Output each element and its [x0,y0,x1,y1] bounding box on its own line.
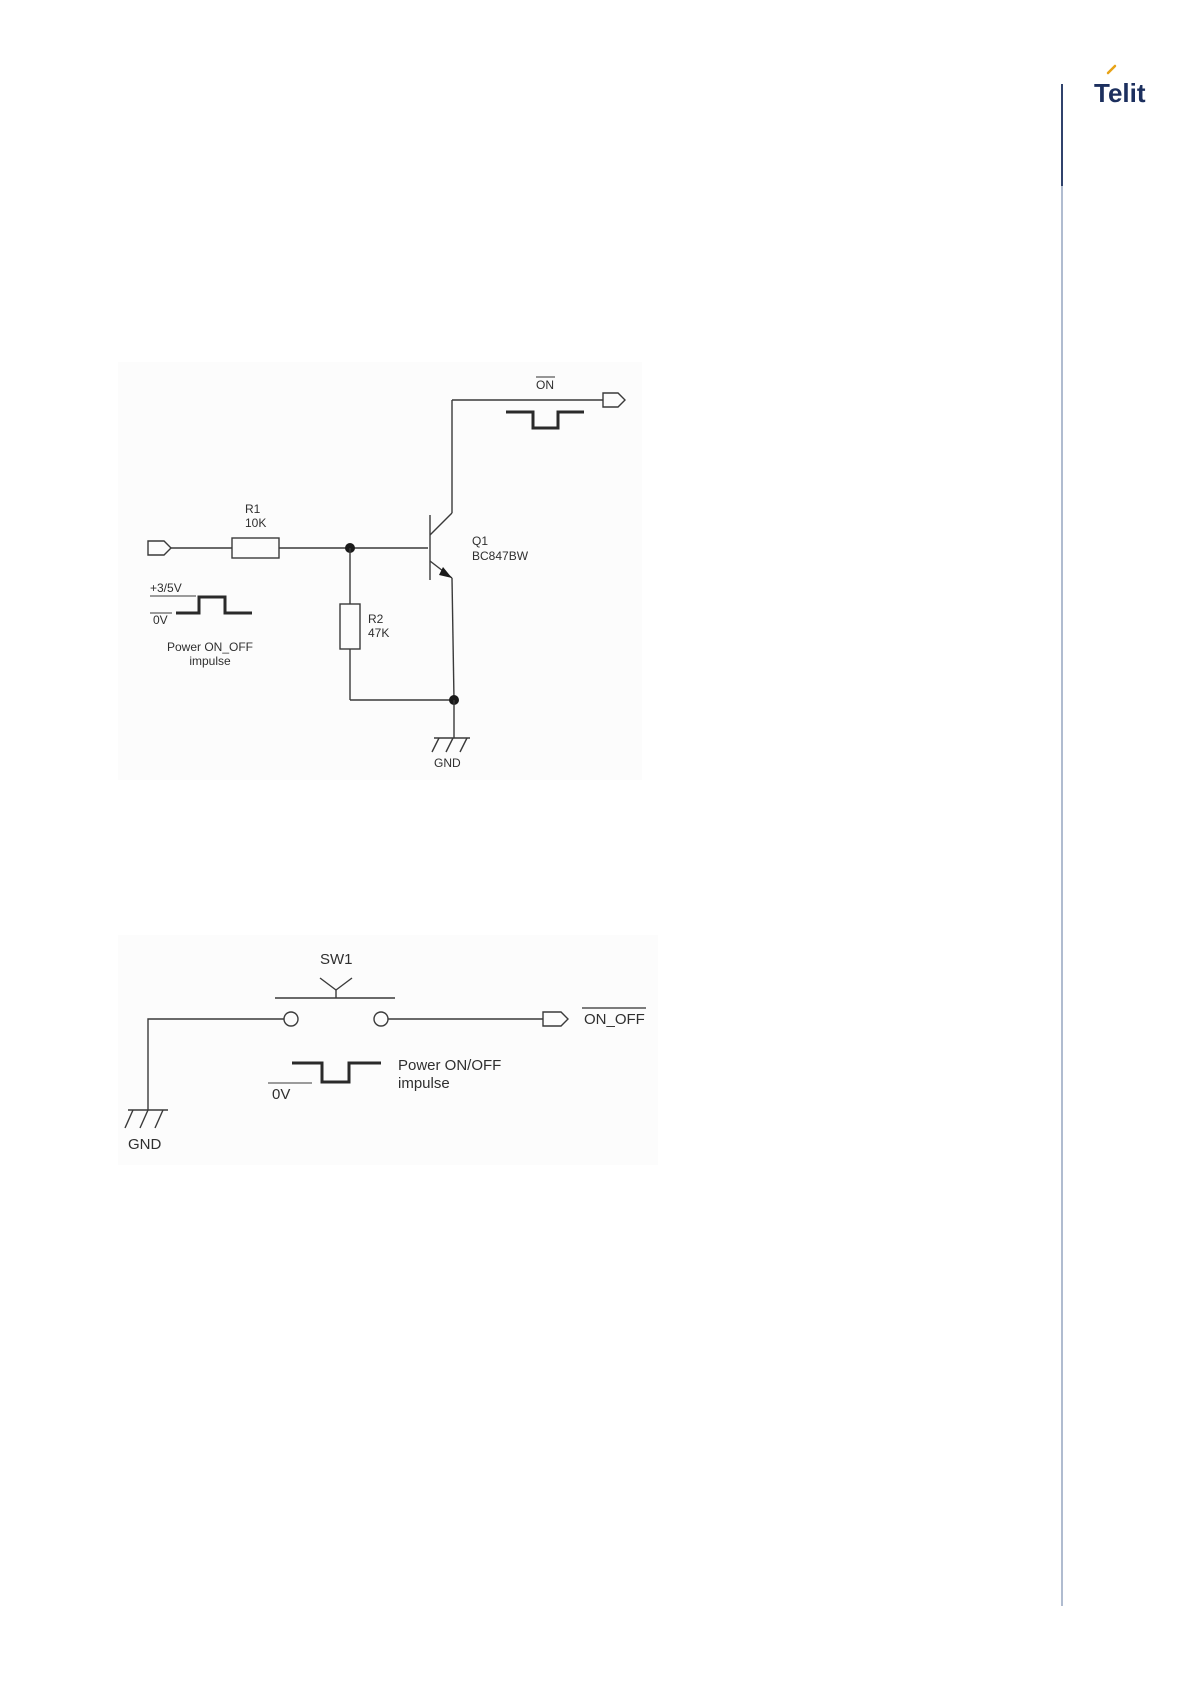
input-high-label: +3/5V [150,581,182,595]
gnd-label-2: GND [128,1136,162,1153]
sw1-label: SW1 [320,951,353,968]
figure2-background [118,935,658,1165]
r2-value: 47K [368,626,389,640]
logo-text: Telit [1094,78,1146,108]
q1-part: BC847BW [472,549,529,563]
switch-caption-line1: Power ON/OFF [398,1057,501,1074]
caption-line1: Power ON_OFF [167,640,253,654]
r1-name: R1 [245,502,261,516]
r2-name: R2 [368,612,384,626]
input-low-label: 0V [153,613,168,627]
gnd-label-1: GND [434,756,461,770]
q1-name: Q1 [472,534,488,548]
caption-line2: impulse [189,654,231,668]
r1-value: 10K [245,516,266,530]
switch-caption-line2: impulse [398,1075,450,1092]
logo-accent-icon [1108,66,1115,73]
on-off-signal-label: ON_OFF [584,1011,645,1028]
telit-logo: Telit [1094,66,1146,108]
pulse-low-label: 0V [272,1086,290,1103]
transistor-circuit-diagram: R1 10K R2 47K Q1 BC847BW ON [118,362,642,780]
switch-circuit-diagram: SW1 ON_OFF GND 0V Power ON/OFF impulse [118,935,658,1165]
figure1-background [118,362,642,780]
on-signal-label: ON [536,378,554,392]
